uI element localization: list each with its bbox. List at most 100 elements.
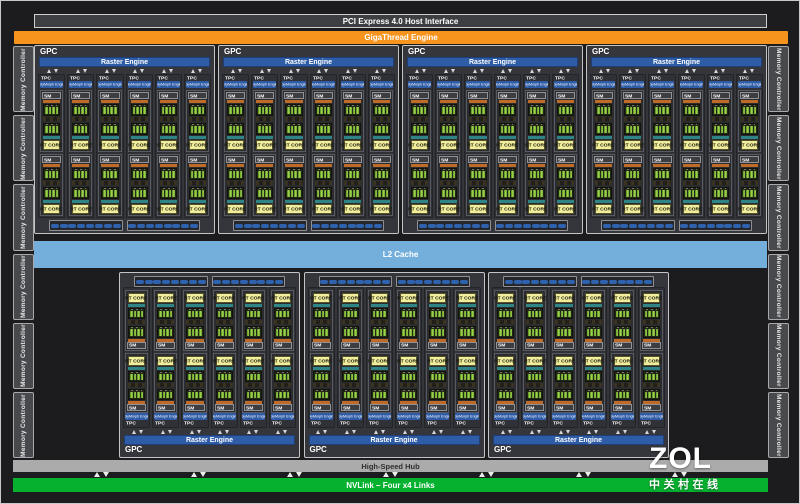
flow-arrows-icon: [267, 428, 296, 435]
memory-controller-label: Memory Controller: [20, 324, 27, 388]
core-column: [471, 329, 474, 336]
tex-unit-strip: [458, 401, 476, 404]
cuda-core-block: [128, 308, 146, 320]
tex-unit-strip: [497, 401, 515, 404]
l1-cache-strip: [458, 366, 476, 370]
core-column: [746, 126, 749, 133]
sm-label: SM: [257, 92, 265, 99]
tpc-label-text: TPC: [271, 420, 282, 426]
polymorph-engine-label: PolyMorph Engine: [253, 82, 276, 87]
core-column: [629, 107, 633, 114]
tpc-label: TPC: [69, 75, 92, 81]
core-column: [287, 126, 290, 133]
cuda-core-block: [469, 168, 487, 180]
crossbar-port: [436, 223, 445, 228]
core-column: [717, 126, 720, 133]
core-column: [229, 171, 232, 178]
core-column: [558, 107, 562, 114]
flow-arrows-icon: [671, 472, 687, 477]
sm-label-bar: SM: [311, 341, 331, 349]
core-column: [172, 126, 175, 133]
l1-cache-strip: [458, 304, 476, 307]
crossbar-port-group: [678, 220, 752, 231]
core-column: [416, 107, 420, 114]
core-column: [504, 190, 507, 197]
crossbar-port: [59, 223, 68, 228]
tpc-label-text: TPC: [283, 75, 294, 81]
polymorph-engine-label: PolyMorph Engine: [370, 82, 393, 87]
crossbar-port: [266, 279, 275, 284]
sm-label-bar: SM: [313, 156, 333, 163]
core-column: [460, 391, 463, 398]
core-column: [684, 190, 688, 197]
crossbar-port: [531, 223, 540, 228]
tpc-label-text: TPC: [495, 420, 505, 426]
tex-unit-strip: [498, 100, 516, 103]
sm-label-bar: SM: [272, 341, 293, 349]
core-column: [724, 126, 727, 133]
sm-label-bar: SM: [156, 341, 176, 349]
core-column: [379, 329, 383, 336]
core-column: [593, 329, 597, 336]
core-column: [379, 373, 383, 380]
flow-arrows-icon: [479, 472, 495, 477]
core-column: [445, 107, 449, 114]
tpc-label: TPC: [650, 75, 673, 81]
tex-unit-strip: [711, 164, 729, 167]
cuda-core-block: [740, 187, 759, 199]
core-column: [74, 126, 77, 133]
arrow-up-icon: [345, 429, 350, 434]
core-column: [279, 311, 282, 318]
crossbar-port: [320, 279, 329, 284]
cuda-core-block: [498, 123, 516, 135]
sm-label-bar: SM: [100, 156, 120, 163]
ldst-unit-strip: [498, 117, 516, 121]
ldst-unit-strip: [101, 181, 119, 185]
sm-label-bar: SM: [439, 156, 459, 163]
core-column: [528, 329, 531, 336]
core-column: [327, 107, 330, 114]
core-column: [557, 329, 560, 336]
rt-core-text: RT CORE: [640, 295, 663, 301]
sm-label-bar: SM: [612, 341, 632, 349]
tex-unit-strip: [341, 338, 359, 342]
ldst-unit-strip: [469, 181, 487, 185]
core-column: [560, 311, 564, 318]
core-column: [560, 373, 564, 380]
memory-controller-label: Memory Controller: [775, 185, 782, 249]
arrow-down-icon: [392, 472, 398, 477]
sm-label-bar: SM: [214, 404, 234, 411]
core-column: [352, 171, 356, 178]
tex-unit-strip: [43, 100, 61, 103]
core-column: [133, 311, 137, 318]
core-column: [504, 126, 507, 133]
core-column: [282, 311, 286, 318]
crossbar-port: [135, 279, 144, 284]
tex-unit-strip: [43, 164, 61, 167]
rt-core-text: RT CORE: [282, 142, 306, 148]
tex-unit-strip: [624, 100, 642, 103]
core-column: [463, 391, 467, 398]
cuda-core-block: [372, 168, 391, 180]
core-column: [130, 311, 133, 318]
core-column: [376, 311, 379, 318]
core-column: [194, 107, 197, 114]
crossbar-port: [275, 279, 284, 284]
core-column: [275, 391, 279, 398]
core-column: [507, 107, 511, 114]
core-column: [191, 391, 195, 398]
sm-label-bar: SM: [129, 156, 149, 163]
core-column: [139, 190, 143, 197]
core-column: [615, 373, 619, 380]
core-column: [536, 190, 540, 197]
core-column: [290, 190, 294, 197]
core-column: [511, 171, 514, 178]
core-column: [622, 391, 626, 398]
core-column: [567, 311, 571, 318]
core-column: [562, 126, 565, 133]
l1-cache-strip: [653, 200, 671, 203]
cuda-core-block: [642, 388, 661, 400]
